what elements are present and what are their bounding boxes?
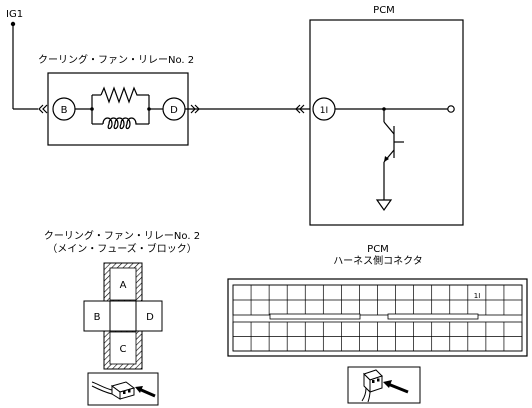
- pcm-connector-view-icon: [347, 366, 421, 404]
- relay-block: [83, 262, 163, 370]
- relay-block-title: クーリング・ファン・リレーNo. 2: [44, 229, 200, 242]
- relay-node-left: [90, 107, 94, 111]
- ig1-label: IG1: [6, 9, 23, 20]
- terminal-d-label: D: [170, 105, 178, 116]
- pcm-open-terminal: [447, 105, 455, 113]
- relay-block-terminal-c: C: [120, 344, 127, 355]
- terminal-b-label: B: [61, 105, 68, 116]
- pcm-connector-terminal-label: 1I: [474, 292, 481, 300]
- relay-block-subtitle: （メイン・フューズ・ブロック）: [47, 242, 197, 255]
- pcm-connector-title: PCM: [367, 244, 389, 255]
- coil-icon: [102, 117, 138, 130]
- pcm-node: [382, 107, 386, 111]
- relay-label: クーリング・ファン・リレーNo. 2: [38, 53, 194, 66]
- relay-block-terminal-a: A: [120, 280, 127, 291]
- pcm-label: PCM: [373, 5, 395, 16]
- transistor-arrow: [384, 156, 389, 162]
- connector-chevron-left-b: [38, 104, 48, 114]
- ground-icon: [375, 199, 393, 212]
- relay-block-terminal-b: B: [94, 312, 101, 323]
- pcm-internal-circuit: [335, 108, 448, 200]
- pcm-connector-subtitle: ハーネス側コネクタ: [333, 254, 423, 267]
- pcm-terminal-label: 1I: [320, 106, 328, 116]
- relay-node-right: [147, 107, 151, 111]
- pcm-box: [309, 19, 464, 226]
- connector-chevron-pcm: [295, 104, 305, 114]
- relay-block-terminal-d: D: [146, 312, 154, 323]
- pcm-connector-face: [227, 278, 528, 357]
- relay-connector-view-icon: [87, 372, 159, 406]
- resistor-icon: [100, 86, 140, 104]
